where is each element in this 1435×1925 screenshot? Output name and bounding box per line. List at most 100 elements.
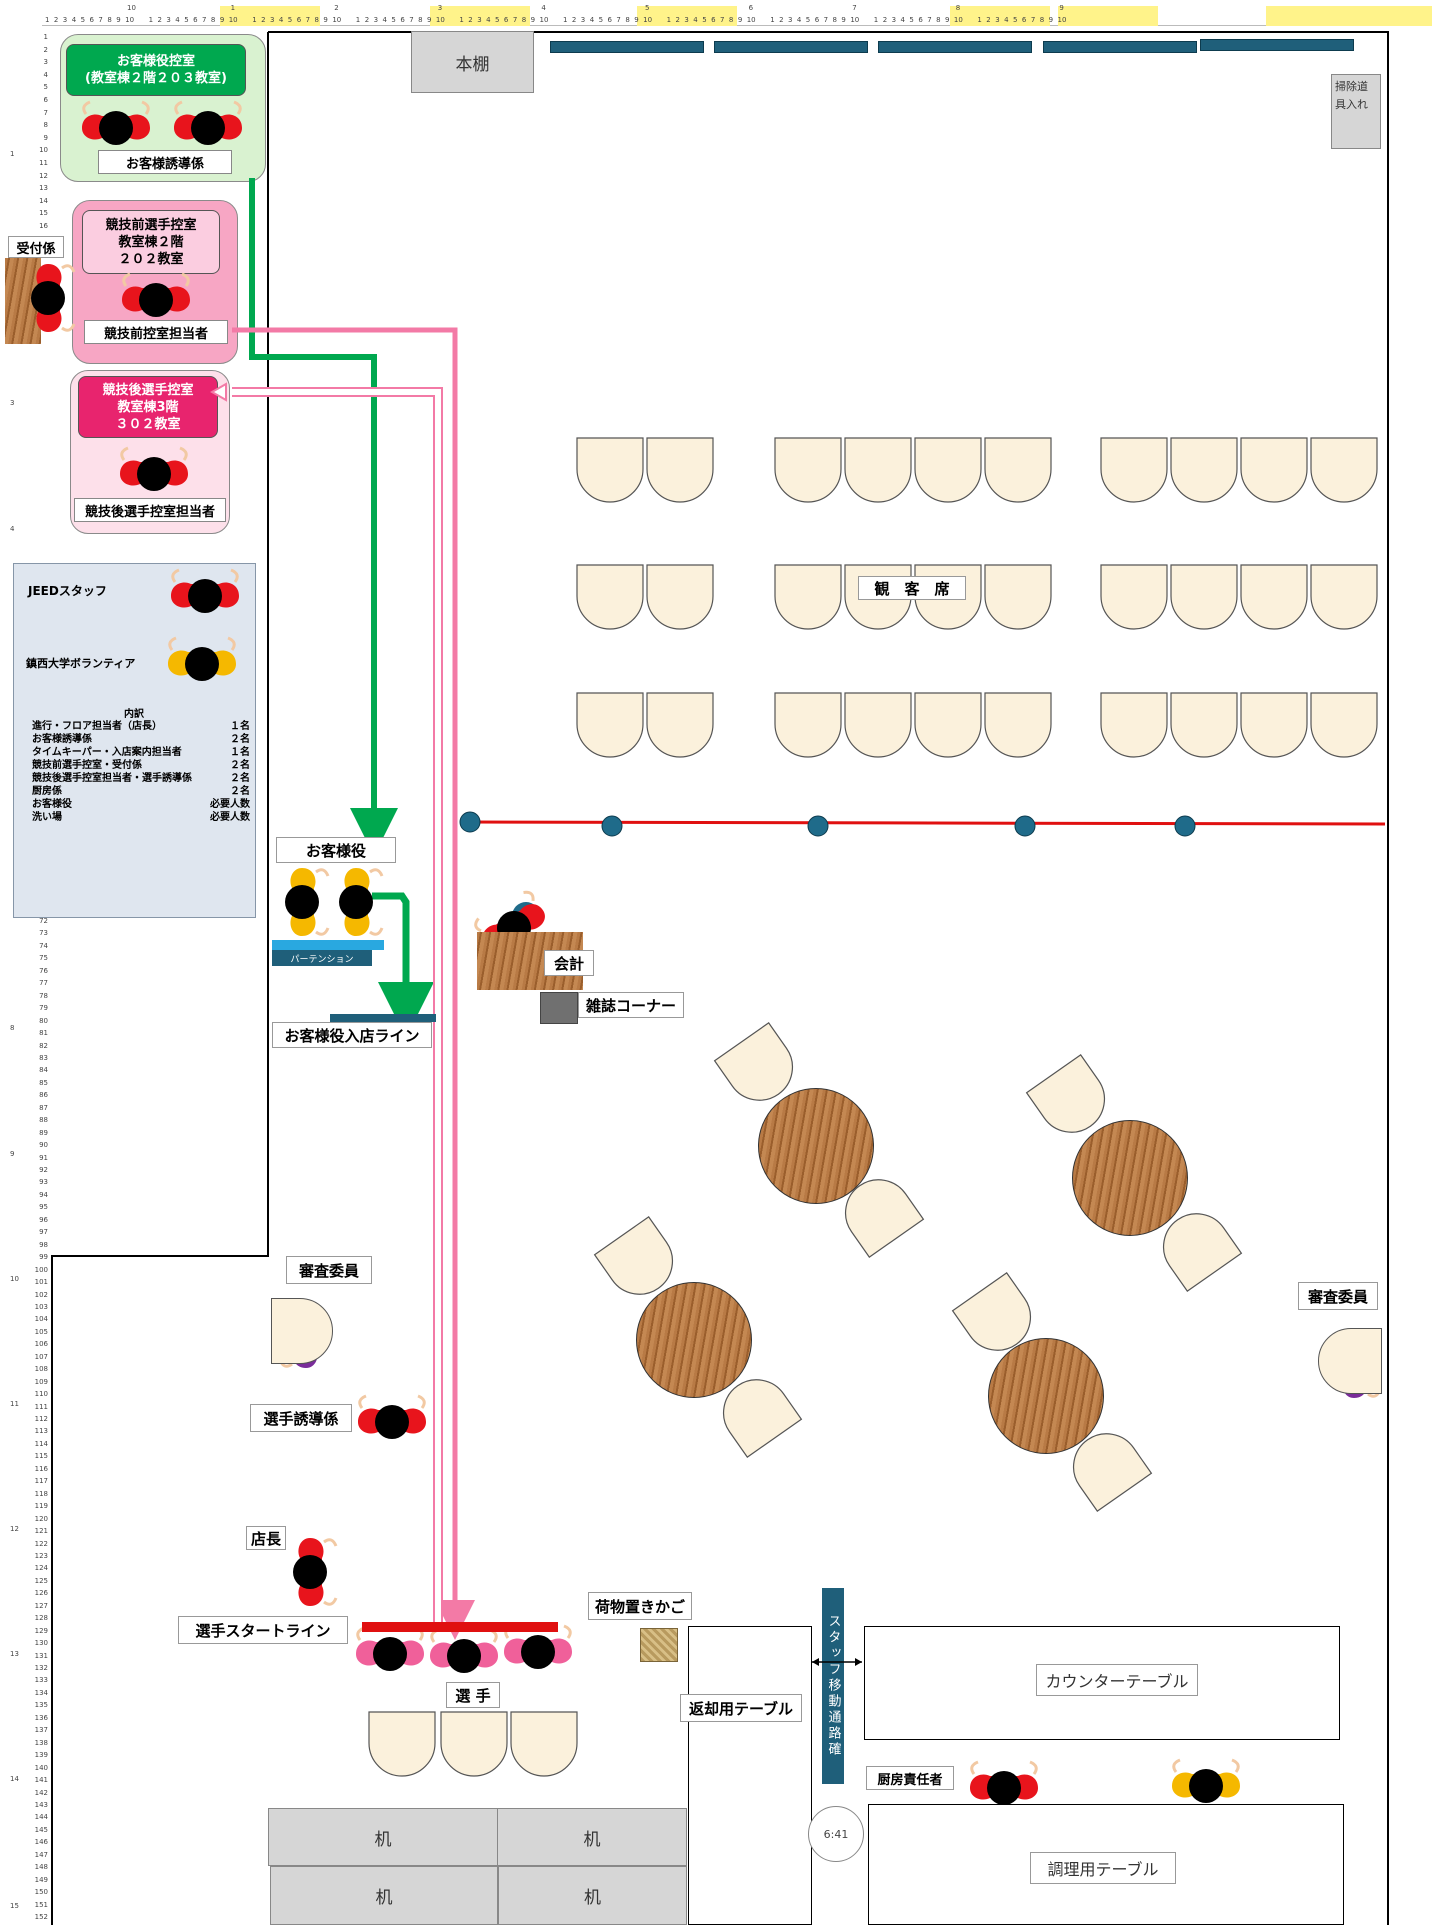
manager-label: 店長	[246, 1526, 286, 1550]
ruler-row-number: 128	[34, 1614, 48, 1623]
ruler-row-number: 81	[39, 1029, 48, 1038]
judge-right-label: 審査委員	[1298, 1282, 1378, 1310]
ruler-row-number: 123	[34, 1551, 48, 1560]
player-chair	[510, 1711, 578, 1777]
ruler-highlight	[1266, 6, 1432, 26]
ruler-row-number: 122	[34, 1539, 48, 1548]
clock-icon: 6:41	[808, 1806, 864, 1862]
ruler-row-number: 100	[34, 1265, 48, 1274]
legend-volunteer-icon	[168, 636, 236, 681]
ruler-row-number: 139	[34, 1751, 48, 1760]
ruler-row-number: 148	[34, 1863, 48, 1872]
ruler-row-number: 136	[34, 1713, 48, 1722]
ruler-row-number: 116	[34, 1464, 48, 1473]
ruler-row-number: 147	[34, 1850, 48, 1859]
legend-count: ２名	[230, 734, 250, 745]
desk: 机	[497, 1808, 687, 1866]
player-guide-label: 選手誘導係	[250, 1404, 352, 1432]
volunteer-person	[285, 868, 330, 936]
ruler-row-number: 86	[39, 1091, 48, 1100]
bookshelf: 本棚	[411, 31, 534, 93]
player-chair	[368, 1711, 436, 1777]
ruler-row-number: 83	[39, 1053, 48, 1062]
ruler-row-number: 117	[34, 1477, 48, 1486]
rope-post	[459, 811, 481, 833]
ruler-row-number: 99	[39, 1253, 48, 1262]
ruler-major-row: 8	[10, 1024, 15, 1032]
audience-seat	[1310, 692, 1378, 758]
audience-seat	[1240, 692, 1308, 758]
ruler-row-number: 73	[39, 929, 48, 938]
ruler-row-number: 121	[34, 1527, 48, 1536]
ruler-row-number: 152	[34, 1913, 48, 1921]
ruler-row-number: 7	[43, 108, 48, 117]
ruler-row-number: 102	[34, 1290, 48, 1299]
audience-seat	[844, 692, 912, 758]
legend-count: １名	[230, 721, 250, 732]
ruler-row-number: 92	[39, 1166, 48, 1174]
ruler-major-number: 1	[230, 4, 236, 12]
round-table	[636, 1282, 752, 1398]
green-entry-arrow	[372, 892, 434, 1038]
legend-count: 必要人数	[210, 812, 250, 823]
audience-seat	[1170, 692, 1238, 758]
pink-flow-arrow	[232, 327, 475, 1640]
cleaning-label: 掃除道具入れ	[1335, 80, 1368, 111]
ruler-row-number: 106	[34, 1340, 48, 1349]
table-chair	[713, 1022, 794, 1101]
start-line	[362, 1622, 558, 1632]
ruler-row-number: 4	[43, 70, 48, 79]
ruler-sub-numbers: 1 2 3 4 5 6 7 8 9 10	[148, 16, 238, 24]
ruler-row-number: 107	[34, 1352, 48, 1361]
ruler-row-number: 87	[39, 1103, 48, 1112]
legend-role: お客様役	[32, 799, 72, 810]
ruler-sub-numbers: 1 2 3 4 5 6 7 8 9 10	[770, 16, 860, 24]
ruler-major-number: 4	[541, 4, 546, 12]
ruler-major-number: 2	[334, 4, 339, 12]
ruler-row-number: 144	[34, 1813, 48, 1822]
ruler-major-number: 9	[1059, 4, 1064, 12]
ruler-row-number: 16	[39, 222, 48, 230]
wall-shelf	[1043, 41, 1197, 53]
ruler-sub-numbers: 1 2 3 4 5 6 7 8 9 10	[45, 16, 135, 24]
staff-person	[293, 1538, 338, 1606]
wall-shelf	[878, 41, 1032, 53]
rope-post	[1014, 815, 1036, 837]
ruler-major-number: 3	[437, 4, 443, 12]
audience-seat	[576, 692, 644, 758]
ruler-row-number: 9	[43, 133, 48, 142]
ruler-row-number: 75	[39, 954, 48, 963]
ruler-row-number: 145	[34, 1825, 48, 1834]
reception-label: 受付係	[8, 236, 64, 258]
judge-right-chair	[1318, 1328, 1382, 1394]
audience-seat	[774, 437, 842, 503]
ruler-sub-numbers: 1 2 3 4 5 6 7 8 9 10	[666, 16, 756, 24]
table-chair	[593, 1216, 674, 1295]
audience-seat	[1100, 564, 1168, 630]
player-person	[430, 1628, 498, 1673]
ruler-row-number: 78	[39, 991, 48, 1000]
audience-seat	[1170, 564, 1238, 630]
ruler-row-number: 72	[39, 917, 48, 925]
ruler-row-number: 88	[39, 1116, 48, 1125]
wall-shelf	[550, 41, 704, 53]
judge-left-label: 審査委員	[286, 1256, 372, 1284]
partition	[272, 940, 384, 950]
ruler-row-number: 112	[34, 1415, 48, 1423]
legend-staff-icon	[171, 568, 239, 613]
audience-seat	[1100, 437, 1168, 503]
staff-person	[120, 446, 188, 491]
guest-guide-label: お客様誘導係	[98, 150, 232, 174]
ruler-row-number: 82	[39, 1041, 48, 1050]
ruler-row-number: 2	[43, 45, 48, 54]
ruler-highlight	[950, 6, 1050, 26]
legend-role: お客様誘導係	[32, 734, 92, 745]
ruler-highlight	[220, 6, 320, 26]
round-table	[1072, 1120, 1188, 1236]
ruler-major-row: 12	[10, 1525, 19, 1533]
audience-seat	[774, 564, 842, 630]
legend-role: 厨房係	[32, 786, 62, 797]
